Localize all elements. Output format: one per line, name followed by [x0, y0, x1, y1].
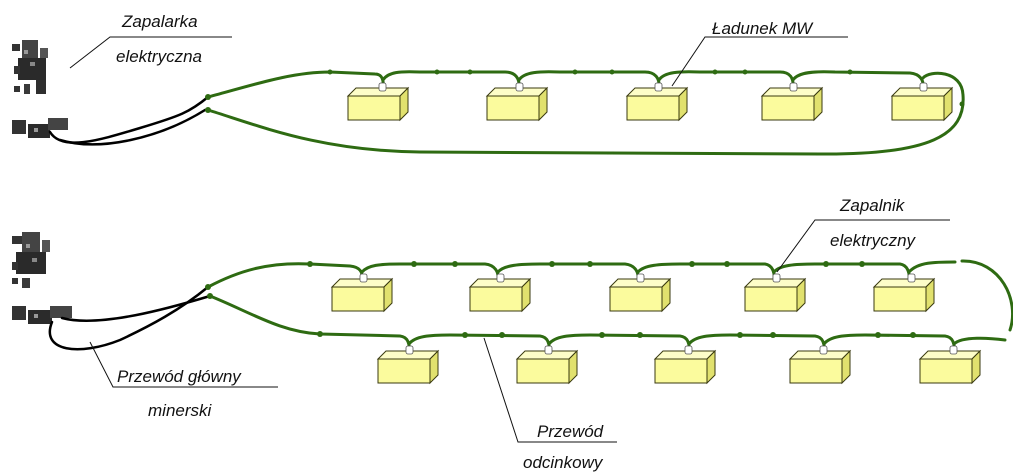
- detonator-icon: [654, 82, 663, 92]
- explosive-charge: [890, 82, 954, 122]
- explosive-charge: [743, 273, 807, 313]
- main-wire-leader: [89, 341, 278, 388]
- main-wire: [58, 108, 207, 146]
- main-wire: [48, 95, 210, 144]
- exploder-label-line2: elektryczna: [116, 47, 202, 66]
- explosive-charge: [346, 82, 410, 122]
- main-wire-label-line1: Przewód główny: [117, 367, 242, 386]
- detonator-icon: [544, 345, 553, 355]
- wire-knots: [205, 69, 965, 113]
- charge-leader: [671, 36, 848, 87]
- wire-knots: [205, 261, 916, 338]
- explosive-charge: [872, 273, 936, 313]
- explosive-charge: [788, 345, 852, 385]
- explosive-charge: [608, 273, 672, 313]
- explosive-charge: [330, 273, 394, 313]
- detonator-icon: [496, 273, 505, 283]
- explosive-charge: [653, 345, 717, 385]
- explosive-charge: [918, 345, 982, 385]
- detonator-icon: [819, 345, 828, 355]
- detonator-icon: [684, 345, 693, 355]
- explosive-charge: [515, 345, 579, 385]
- section-wire: [206, 70, 965, 156]
- exploder-icon: [12, 40, 68, 138]
- main-wire-label-line2: minerski: [148, 401, 213, 420]
- section-wire-label-line1: Przewód: [537, 422, 604, 441]
- main-wire: [48, 285, 210, 351]
- section-wire: [960, 259, 1013, 332]
- main-wire: [60, 294, 212, 322]
- detonator-icon: [907, 273, 916, 283]
- explosive-charge: [625, 82, 689, 122]
- section-wire-label-line2: odcinkowy: [523, 453, 604, 472]
- parallel-series-circuit: Zapalnik elektryczny Przewód główny mine…: [12, 196, 1013, 472]
- detonator-icon: [378, 82, 387, 92]
- exploder-label-line1: Zapalarka: [121, 12, 198, 31]
- detonator-icon: [772, 273, 781, 283]
- detonator-icon: [919, 82, 928, 92]
- exploder-icon: [12, 232, 72, 324]
- detonator-icon: [515, 82, 524, 92]
- section-wire: [206, 260, 957, 289]
- detonator-icon: [636, 273, 645, 283]
- detonator-leader: [776, 219, 950, 273]
- explosive-charge: [485, 82, 549, 122]
- detonator-icon: [359, 273, 368, 283]
- detonator-label-line1: Zapalnik: [839, 196, 906, 215]
- section-wire-leader: [483, 337, 617, 443]
- explosive-charge: [760, 82, 824, 122]
- detonator-icon: [405, 345, 414, 355]
- charge-label: Ładunek MW: [712, 19, 814, 38]
- explosive-charge: [468, 273, 532, 313]
- detonator-icon: [789, 82, 798, 92]
- detonator-label-line2: elektryczny: [830, 231, 917, 250]
- explosive-charge: [376, 345, 440, 385]
- detonator-icon: [949, 345, 958, 355]
- series-circuit: Zapalarka elektryczna Ładunek MW: [12, 12, 965, 156]
- exploder-leader: [69, 36, 232, 69]
